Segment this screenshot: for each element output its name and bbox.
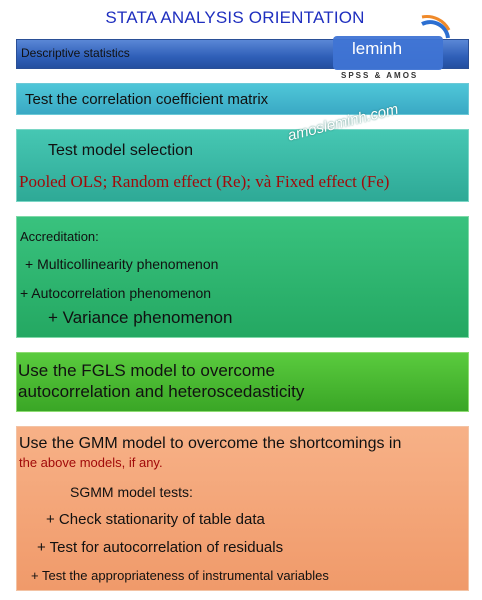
fgls-line1: Use the FGLS model to overcome <box>18 361 276 380</box>
accreditation-item: + Variance phenomenon <box>48 308 233 327</box>
step-gmm-box: Use the GMM model to overcome the shortc… <box>16 426 469 591</box>
step-correlation-label: Test the correlation coefficient matrix <box>25 91 269 108</box>
accreditation-item: + Autocorrelation phenomenon <box>20 285 212 301</box>
fgls-line2: autocorrelation and heteroscedasticity <box>18 382 305 401</box>
gmm-sub-heading: SGMM model tests: <box>70 484 193 500</box>
brand-logo <box>333 36 443 70</box>
step-fgls-box: Use the FGLS model to overcome autocorre… <box>16 352 469 412</box>
step-correlation-box: Test the correlation coefficient matrix <box>16 83 469 115</box>
step-descriptive-label: Descriptive statistics <box>21 46 130 60</box>
diagram-title: STATA ANALYSIS ORIENTATION <box>105 8 365 27</box>
brand-name: leminh <box>352 39 403 58</box>
step-model-selection-box: Test model selection Pooled OLS; Random … <box>16 129 469 202</box>
gmm-test-item: + Check stationarity of table data <box>46 511 265 528</box>
signal-logo-icon <box>421 15 451 39</box>
step-accreditation-box: Accreditation: + Multicollinearity pheno… <box>16 216 469 338</box>
gmm-line1: Use the GMM model to overcome the shortc… <box>19 435 402 452</box>
gmm-test-item: + Test the appropriateness of instrument… <box>31 568 329 583</box>
model-selection-heading: Test model selection <box>48 142 193 159</box>
model-selection-models: Pooled OLS; Random effect (Re); và Fixed… <box>19 172 390 191</box>
accreditation-item: + Multicollinearity phenomenon <box>25 256 219 272</box>
brand-subtitle: SPSS & AMOS <box>341 71 419 80</box>
gmm-test-item: + Test for autocorrelation of residuals <box>37 539 284 556</box>
accreditation-heading: Accreditation: <box>20 229 99 244</box>
gmm-line2: the above models, if any. <box>19 455 163 470</box>
